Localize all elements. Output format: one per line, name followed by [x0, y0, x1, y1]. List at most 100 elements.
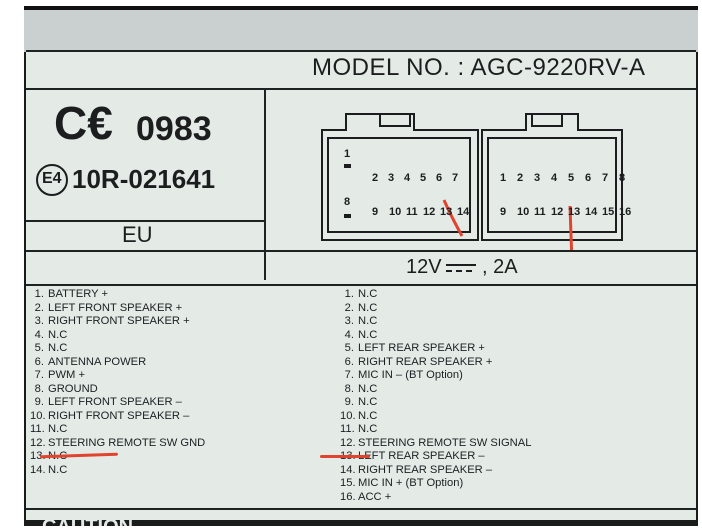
region-label: EU	[122, 222, 153, 247]
left-pin-item: 2. LEFT FRONT SPEAKER +	[30, 301, 183, 315]
pin-number: 5.	[344, 342, 354, 354]
label-photo: MODEL NO. : AGC-9220RV-A C€ 0983 E4 10R-…	[24, 6, 698, 526]
pin-number: 2.	[34, 301, 44, 314]
pin-left-3: 3	[388, 172, 395, 184]
pin-number: 4.	[344, 328, 354, 341]
pin-right-7: 7	[602, 172, 609, 184]
dc-symbol	[446, 264, 476, 272]
right-pin-item: 5. LEFT REAR SPEAKER +	[340, 342, 485, 355]
left-pin-item: 10.RIGHT FRONT SPEAKER –	[30, 410, 189, 423]
pin-number: 9.	[344, 396, 354, 408]
pin-left-5: 5	[420, 172, 427, 184]
right-pin-item: 6.RIGHT REAR SPEAKER +	[340, 355, 493, 369]
pin-right-4: 4	[551, 172, 558, 184]
pin-number: 11.	[340, 423, 355, 435]
pin-number: 12.	[340, 436, 356, 449]
right-pin-item: 14.RIGHT REAR SPEAKER –	[340, 464, 492, 477]
pin-function: STEERING REMOTE SW SIGNAL	[358, 436, 532, 449]
pin-number: 6.	[34, 355, 44, 368]
left-pin-item: 1. BATTERY +	[30, 288, 108, 301]
left-pin-item: 12.STEERING REMOTE SW GND	[30, 437, 205, 450]
pin-function: GROUND	[48, 382, 98, 395]
right-pin-item: 2. N.C	[340, 301, 378, 315]
right-pin-item: 1. N.C	[340, 288, 378, 301]
pin-number: 6.	[344, 355, 354, 368]
left-pin-item: 5.N.C	[30, 342, 68, 355]
left-pin-item: 6. ANTENNA POWER	[30, 355, 147, 369]
pin-number: 12.	[30, 436, 46, 449]
red-underline-right	[320, 455, 370, 458]
pin-function: N.C	[358, 382, 378, 395]
pin-function: BATTERY +	[48, 288, 109, 300]
pin-left-12: 12	[423, 206, 436, 218]
pin-number: 1.	[34, 288, 44, 300]
pin-number: 4.	[34, 328, 44, 341]
pin-number: 3.	[34, 315, 44, 327]
right-pin-item: 9.N.C	[340, 396, 378, 409]
right-pin-item: 11.N.C	[340, 423, 377, 436]
pin-number: 10.	[340, 409, 356, 422]
pin-function: STEERING REMOTE SW GND	[48, 436, 206, 449]
pin-function: N.C	[358, 301, 378, 314]
pin-number: 7.	[34, 369, 44, 381]
pin-function: N.C	[48, 463, 68, 476]
device-top-edge	[24, 6, 698, 52]
pin-left-11: 11	[406, 206, 418, 218]
pin-right-9: 9	[500, 206, 507, 218]
pin-number: 9.	[34, 396, 44, 408]
pin-function: N.C	[48, 328, 68, 341]
right-pin-item: 15.MIC IN + (BT Option)	[340, 477, 463, 490]
right-pin-item: 10.N.C	[340, 410, 377, 423]
pin-number: 16.	[340, 490, 356, 503]
pin-number: 2.	[344, 301, 354, 314]
power-amps: , 2A	[482, 256, 518, 278]
pin-function: LEFT REAR SPEAKER –	[358, 450, 485, 462]
pin-number: 10.	[30, 409, 46, 422]
pin-right-14: 14	[585, 206, 598, 218]
left-pin-item: 9.LEFT FRONT SPEAKER –	[30, 396, 182, 409]
pin-right-11: 11	[534, 206, 546, 218]
pin-right-13: 13	[568, 206, 581, 218]
power-volts: 12V	[406, 256, 442, 278]
pin-number: 11.	[30, 423, 45, 435]
pin-left-8: 8	[344, 196, 351, 208]
pin-function: LEFT FRONT SPEAKER +	[48, 301, 183, 314]
left-pin-item: 8.GROUND	[30, 383, 98, 396]
pin-right-1: 1	[500, 172, 507, 184]
pin-right-15: 15	[602, 206, 615, 218]
pin-left-4: 4	[404, 172, 411, 184]
pin-right-3: 3	[534, 172, 541, 184]
right-pin-item: 12.STEERING REMOTE SW SIGNAL	[340, 437, 531, 450]
pin-number: 5.	[34, 342, 44, 354]
caution-cut-text: CAUTION	[42, 516, 133, 526]
right-pin-item: 4.N.C	[340, 328, 378, 342]
pin-right-2: 2	[517, 172, 524, 184]
left-pin-item: 14.N.C	[30, 464, 67, 477]
ce-number: 0983	[136, 110, 212, 148]
left-pin-item: 3.RIGHT FRONT SPEAKER +	[30, 315, 190, 328]
right-pin-item: 13.LEFT REAR SPEAKER –	[340, 450, 485, 463]
pin-left-6: 6	[436, 172, 443, 184]
pin-function: LEFT REAR SPEAKER +	[358, 342, 485, 354]
pin-function: ANTENNA POWER	[48, 355, 147, 368]
pin-number: 1.	[344, 288, 354, 300]
right-pin-item: 7. MIC IN – (BT Option)	[340, 369, 463, 382]
pin-function: N.C	[358, 315, 378, 327]
pin-left-13: 13	[440, 206, 453, 218]
pin-function: ACC +	[358, 490, 392, 503]
pin-left-7: 7	[452, 172, 459, 184]
left-pin-item: 7.PWM +	[30, 369, 85, 382]
pin-number: 7.	[344, 369, 354, 381]
pin-function: MIC IN – (BT Option)	[358, 369, 463, 381]
right-pin-item: 16.ACC +	[340, 491, 391, 504]
pin-number: 15.	[340, 477, 356, 489]
pin-function: N.C	[358, 288, 378, 300]
pin-function: RIGHT REAR SPEAKER –	[358, 463, 493, 476]
pin-left-9: 9	[372, 206, 379, 218]
pin-right-16: 16	[619, 206, 632, 218]
pin-number: 3.	[344, 315, 354, 327]
e4-circle: E4	[36, 164, 68, 196]
pin-number: 13.	[30, 450, 46, 462]
connector-diagram	[321, 113, 623, 250]
model-number: MODEL NO. : AGC-9220RV-A	[312, 54, 646, 81]
